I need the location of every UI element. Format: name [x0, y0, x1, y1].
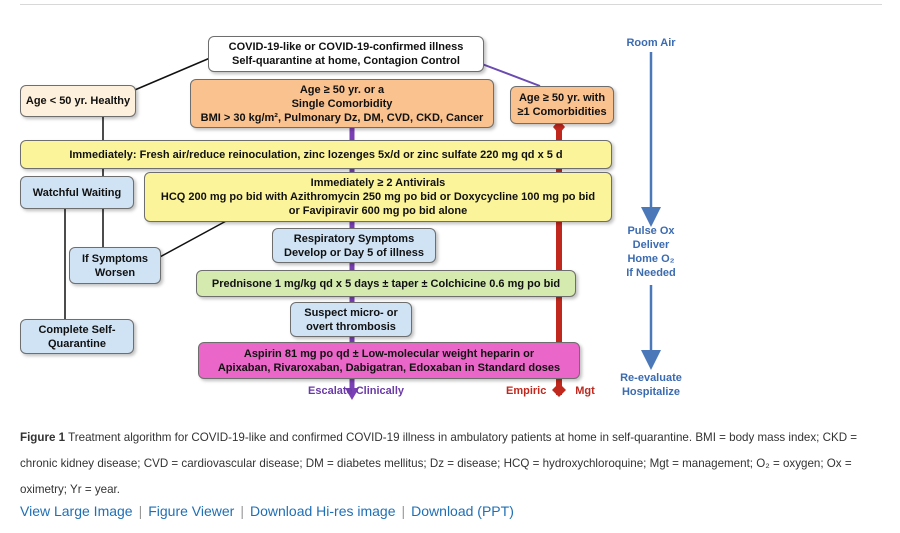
link-top-to-young [129, 57, 211, 93]
respiratory-symptoms-box: Respiratory Symptoms Develop or Day 5 of… [272, 228, 436, 263]
reevaluate-line2: Hospitalize [621, 386, 681, 398]
figure-label: Figure 1 [20, 431, 66, 444]
pulse-ox-line3: Home O₂ [627, 253, 675, 265]
age-old-line1: Age ≥ 50 yr. with [518, 92, 606, 104]
age-mid-line3: BMI > 30 kg/m², Pulmonary Dz, DM, CVD, C… [200, 111, 484, 124]
aspirin-line1: Aspirin 81 mg po qd ± Low-molecular weig… [243, 347, 535, 360]
immediately-box: Immediately: Fresh air/reduce reinoculat… [20, 140, 612, 169]
watchful-waiting-box: Watchful Waiting [20, 176, 134, 209]
age-mid-line1: Age ≥ 50 yr. or a [299, 83, 385, 96]
figure-caption: Figure 1 Treatment algorithm for COVID-1… [20, 425, 885, 503]
pulse-ox-line4: If Needed [626, 267, 676, 279]
mgt-label: Mgt [575, 385, 595, 397]
pulse-ox-line2: Deliver [632, 239, 670, 251]
antivirals-box: Immediately ≥ 2 Antivirals HCQ 200 mg po… [144, 172, 612, 222]
purple-arrow-head [345, 388, 359, 400]
antivirals-line3: or Favipiravir 600 mg po bid alone [288, 205, 468, 217]
link-top-to-old [481, 63, 541, 87]
pulse-ox-label: Pulse Ox Deliver Home O₂ If Needed [606, 224, 696, 280]
aspirin-line2: Apixaban, Rivaroxaban, Dabigatran, Edoxa… [217, 361, 561, 374]
reevaluate-line1: Re-evaluate [620, 372, 682, 384]
respiratory-line1: Respiratory Symptoms [293, 232, 415, 245]
age-young-label: Age < 50 yr. Healthy [25, 95, 131, 107]
thrombosis-line1: Suspect micro- or [304, 306, 398, 319]
thrombosis-line2: overt thrombosis [306, 320, 396, 333]
download-ppt-link[interactable]: Download (PPT) [411, 503, 514, 519]
view-large-image-link[interactable]: View Large Image [20, 503, 133, 519]
aspirin-box: Aspirin 81 mg po qd ± Low-molecular weig… [198, 342, 580, 379]
age-young-box: Age < 50 yr. Healthy [20, 85, 136, 117]
immediately-label: Immediately: Fresh air/reduce reinoculat… [69, 148, 563, 161]
age-old-box: Age ≥ 50 yr. with ≥1 Comorbidities [510, 86, 614, 124]
watchful-waiting-label: Watchful Waiting [32, 186, 122, 199]
link-separator: | [240, 503, 244, 519]
if-symptoms-line2: Worsen [94, 266, 136, 279]
if-symptoms-worsen-box: If Symptoms Worsen [69, 247, 161, 284]
age-old-line2: ≥1 Comorbidities [517, 106, 607, 118]
link-worsen-to-antivirals [157, 219, 229, 259]
empiric-label: Empiric [506, 385, 547, 397]
top-divider [20, 4, 882, 5]
age-mid-box: Age ≥ 50 yr. or a Single Comorbidity BMI… [190, 79, 494, 128]
reevaluate-label: Re-evaluate Hospitalize [606, 371, 696, 399]
covid-illness-box: COVID-19-like or COVID-19-confirmed illn… [208, 36, 484, 72]
antivirals-line2: HCQ 200 mg po bid with Azithromycin 250 … [160, 191, 596, 203]
figure-links: View Large Image | Figure Viewer | Download … [20, 503, 514, 519]
pulse-ox-line1: Pulse Ox [627, 225, 675, 237]
complete-sq-line1: Complete Self- [38, 323, 116, 336]
respiratory-line2: Develop or Day 5 of illness [284, 246, 424, 259]
covid-illness-line1: COVID-19-like or COVID-19-confirmed illn… [228, 41, 464, 53]
thrombosis-box: Suspect micro- or overt thrombosis [290, 302, 412, 337]
complete-quarantine-box: Complete Self- Quarantine [20, 319, 134, 354]
antivirals-line1: Immediately ≥ 2 Antivirals [310, 177, 446, 189]
room-air-label: Room Air [626, 37, 676, 49]
if-symptoms-line1: If Symptoms [81, 252, 148, 265]
complete-sq-line2: Quarantine [47, 337, 107, 350]
red-bottom-diamond [552, 383, 566, 397]
figure-viewer-link[interactable]: Figure Viewer [148, 503, 235, 519]
prednisone-box: Prednisone 1 mg/kg qd x 5 days ± taper ±… [196, 270, 576, 297]
download-hires-link[interactable]: Download Hi-res image [250, 503, 396, 519]
escalate-clinically-label: Escalate Clinically [308, 385, 404, 397]
age-mid-line2: Single Comorbidity [291, 97, 393, 110]
covid-illness-line2: Self-quarantine at home, Contagion Contr… [232, 55, 460, 67]
caption-text: Treatment algorithm for COVID-19-like an… [20, 431, 858, 496]
link-separator: | [138, 503, 143, 519]
link-separator: | [401, 503, 406, 519]
prednisone-label: Prednisone 1 mg/kg qd x 5 days ± taper ±… [211, 277, 561, 290]
